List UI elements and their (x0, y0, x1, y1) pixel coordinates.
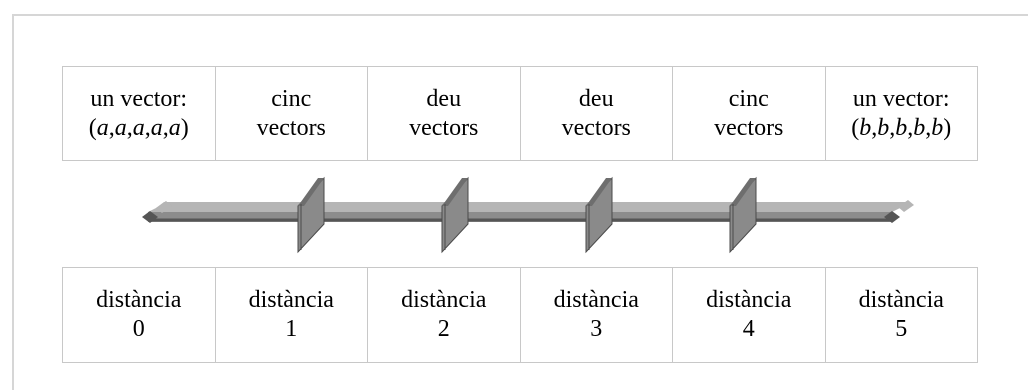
cell-label: vectors (409, 114, 479, 141)
distance-cell-3: distància 3 (519, 267, 673, 363)
distance-dividers (297, 176, 757, 254)
distance-value: 1 (285, 316, 298, 342)
distance-value: 3 (590, 316, 603, 342)
cell-label: deu (426, 85, 462, 112)
vector-cell-4: cinc vectors (672, 66, 826, 161)
vector-cell-0: un vector: (a,a,a,a,a) (62, 66, 216, 161)
divider-plate-4 (729, 176, 757, 254)
cell-label: deu (578, 85, 614, 112)
bar-right-cap (884, 211, 900, 223)
cell-label: cinc (728, 85, 769, 112)
divider-plate-top (586, 178, 612, 206)
divider-plate-3 (585, 176, 613, 254)
distance-value: 0 (132, 316, 145, 342)
distance-cell-0: distància 0 (62, 267, 216, 363)
bar-front-face (148, 208, 900, 212)
bar-top-face (156, 202, 908, 208)
vector-cell-1: cinc vectors (214, 66, 368, 161)
distance-label: distància (248, 287, 334, 313)
distance-cell-5: distància 5 (824, 267, 978, 363)
distance-cell-4: distància 4 (672, 267, 826, 363)
vector-cell-5: un vector: (b,b,b,b,b) (824, 66, 978, 161)
cell-label: cinc (271, 85, 312, 112)
distance-label: distància (553, 287, 639, 313)
distance-value: 2 (437, 316, 450, 342)
cell-label: vectors (714, 114, 784, 141)
bar-left-tip (156, 201, 172, 213)
divider-plate-top (442, 178, 468, 206)
cell-label: vectors (561, 114, 631, 141)
vector-count-row: un vector: (a,a,a,a,a) cinc vectors deu … (62, 66, 978, 161)
divider-plate-top (298, 178, 324, 206)
divider-plate-1 (297, 176, 325, 254)
cell-label: un vector: (852, 85, 950, 112)
distance-row: distància 0 distància 1 distància 2 dist… (62, 267, 978, 363)
distance-label: distància (858, 287, 944, 313)
figure-frame (12, 14, 1028, 390)
bar-right-tip (898, 200, 914, 212)
distance-cell-2: distància 2 (367, 267, 521, 363)
vector-tuple-a: (a,a,a,a,a) (88, 114, 189, 141)
divider-plate-top (730, 178, 756, 206)
distance-cell-1: distància 1 (214, 267, 368, 363)
distance-label: distància (706, 287, 792, 313)
cell-label: vectors (256, 114, 326, 141)
vector-cell-3: deu vectors (519, 66, 673, 161)
distance-label: distància (401, 287, 487, 313)
divider-plate-2 (441, 176, 469, 254)
distance-bar (142, 200, 914, 223)
bar-left-cap (142, 211, 158, 223)
distance-value: 5 (895, 316, 908, 342)
vector-tuple-b: (b,b,b,b,b) (851, 114, 952, 141)
cell-label: un vector: (90, 85, 188, 112)
distance-label: distància (96, 287, 182, 313)
vector-cell-2: deu vectors (367, 66, 521, 161)
distance-value: 4 (742, 316, 755, 342)
